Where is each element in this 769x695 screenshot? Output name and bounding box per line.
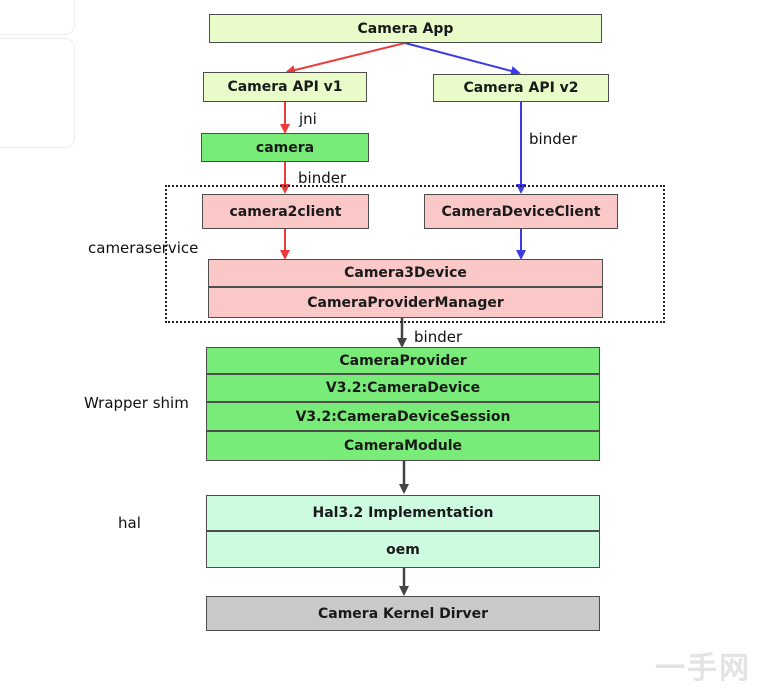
jni-label: jni [299,110,317,128]
camera-api-v1-box: Camera API v1 [203,72,367,102]
camera-kernel-driver-box: Camera Kernel Dirver [206,596,600,631]
watermark: 一手网 [655,651,751,686]
arrow-app-to-api-v2 [404,42,521,76]
camera2client-box: camera2client [202,194,369,229]
camera3device-box: Camera3Device [208,259,603,287]
v32-camera-device-session-box: V3.2:CameraDeviceSession [206,402,600,431]
hal-label: hal [118,514,141,532]
wrapper-shim-label: Wrapper shim [84,394,189,412]
hal32-implementation-box: Hal3.2 Implementation [206,495,600,531]
v32-camera-device-box: V3.2:CameraDevice [206,374,600,402]
binder-label-right: binder [529,130,578,148]
camera-device-client-box: CameraDeviceClient [424,194,618,229]
oem-box: oem [206,531,600,568]
arrow-app-to-api-v1 [285,42,406,75]
camera-provider-manager-box: CameraProviderManager [208,287,603,318]
binder-label-bottom: binder [414,328,463,346]
camera-box: camera [201,133,369,162]
binder-label-left: binder [298,169,347,187]
camera-app-box: Camera App [209,14,602,43]
cameraservice-group [165,185,665,323]
camera-api-v2-box: Camera API v2 [433,74,609,102]
camera-module-box: CameraModule [206,431,600,461]
camera-provider-box: CameraProvider [206,347,600,374]
decorative-shape [0,0,75,35]
cameraservice-label: cameraservice [88,239,199,257]
decorative-shape [0,38,75,148]
